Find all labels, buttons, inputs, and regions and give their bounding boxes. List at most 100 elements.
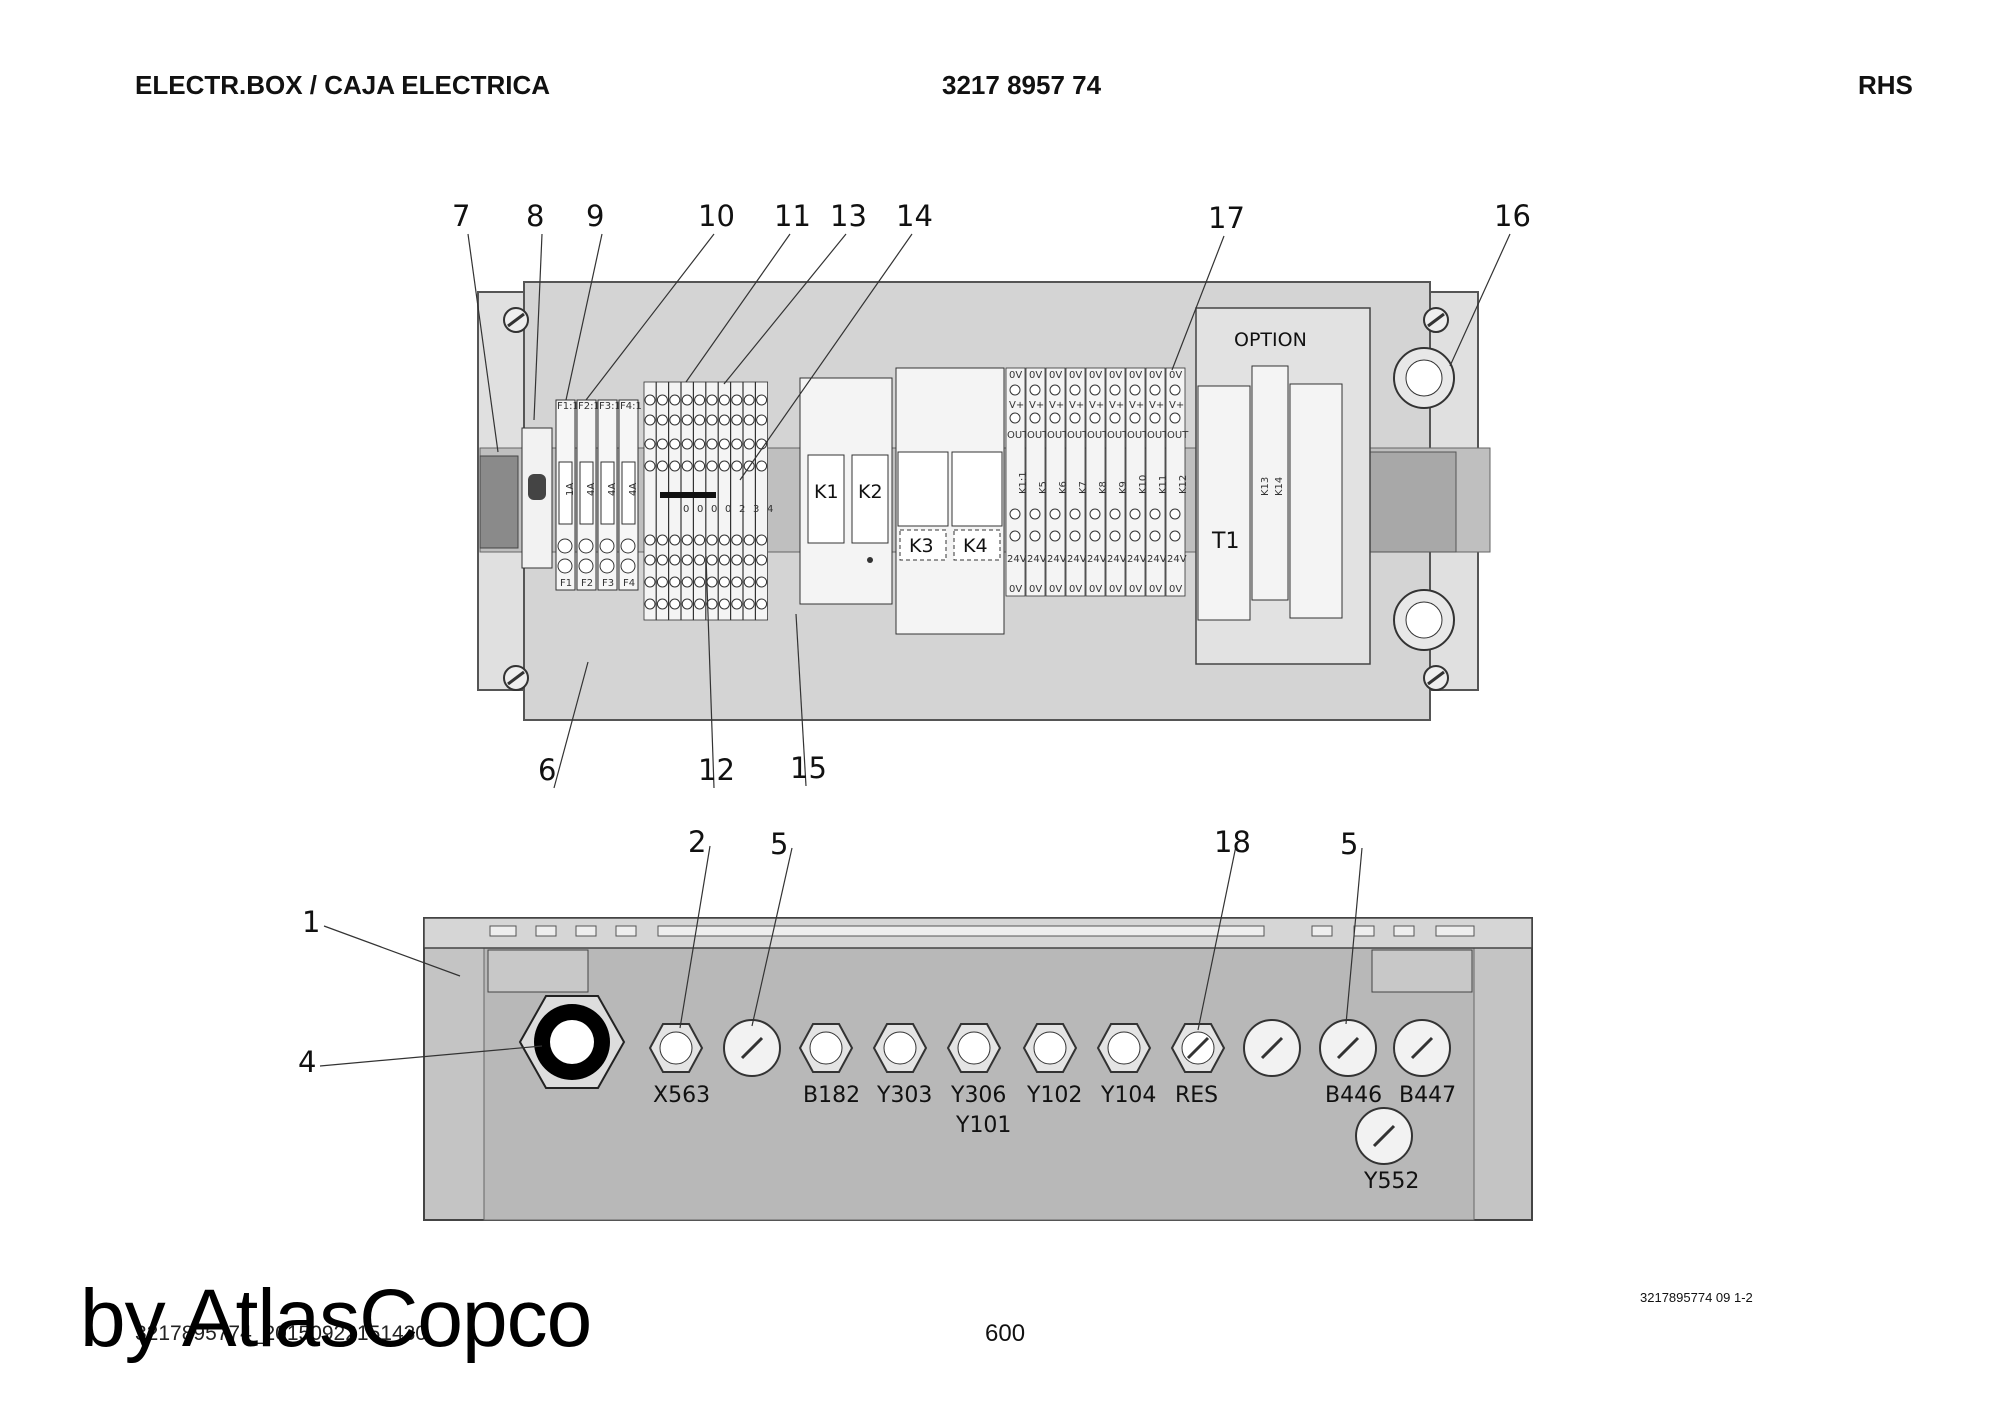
relay-module-label: K6	[1058, 481, 1069, 494]
footer-doc-id: 3217895774_20150922151430	[135, 1322, 427, 1345]
supply-0v-label: 0V	[1169, 370, 1182, 381]
relay-label: K3	[909, 535, 934, 557]
supply-0v-label: 0V	[1109, 370, 1122, 381]
terminal-number: 4	[767, 504, 773, 515]
callout-number: 13	[830, 199, 867, 233]
supply-24v-label: 24V	[1107, 554, 1127, 565]
connector-label: X563	[653, 1083, 710, 1108]
terminal-number: 0	[697, 504, 703, 515]
callout-number: 9	[586, 199, 604, 233]
supply-0v-label: 0V	[1009, 584, 1022, 595]
sensor-connector-icon	[1393, 347, 1455, 651]
connector-label: Y104	[1100, 1083, 1156, 1108]
supply-0v-label: 0V	[1129, 370, 1142, 381]
relay-module-label: K5	[1038, 481, 1049, 494]
supply-plus-label: V+	[1129, 400, 1144, 411]
supply-0v-label: 0V	[1069, 370, 1082, 381]
supply-0v-label: 0V	[1089, 584, 1102, 595]
cable-gland-icon	[518, 995, 626, 1089]
relay-label: K2	[858, 481, 883, 503]
relay-module-label: K8	[1098, 481, 1109, 494]
callout-number: 12	[698, 753, 735, 787]
footer-ref: 3217895774 09 1-2	[1640, 1290, 1753, 1305]
relay-k1-k2: K1 K2	[799, 377, 893, 605]
supply-24v-label: 24V	[1027, 554, 1047, 565]
terminal-number: 0	[711, 504, 717, 515]
supply-0v-label: 0V	[1069, 584, 1082, 595]
connector-label: B447	[1399, 1083, 1456, 1108]
supply-plus-label: V+	[1069, 400, 1084, 411]
supply-0v-label: 0V	[1149, 584, 1162, 595]
out-label: OUT	[1047, 430, 1069, 441]
terminal-number: 2	[739, 504, 745, 515]
supply-24v-label: 24V	[1127, 554, 1147, 565]
relay-k14-label: K14	[1274, 477, 1285, 496]
callout-number: 6	[538, 753, 556, 787]
supply-0v-label: 0V	[1149, 370, 1162, 381]
supply-0v-label: 0V	[1009, 370, 1022, 381]
relay-label: K1	[814, 481, 839, 503]
out-label: OUT	[1127, 430, 1149, 441]
supply-plus-label: V+	[1049, 400, 1064, 411]
option-area: OPTION T1 K13 K14	[1195, 307, 1371, 665]
supply-plus-label: V+	[1029, 400, 1044, 411]
supply-plus-label: V+	[1149, 400, 1164, 411]
supply-plus-label: V+	[1009, 400, 1024, 411]
connector-label-y101: Y101	[955, 1113, 1011, 1138]
relay-t1-label: T1	[1211, 529, 1239, 554]
supply-0v-label: 0V	[1049, 584, 1062, 595]
callout-number: 10	[698, 199, 735, 233]
relay-module-label: K12	[1178, 475, 1189, 494]
screw-icon	[503, 307, 1449, 691]
relay-modules: 0V V+ OUT K1:1 24V 0V 0V V+ OUT K5 24V 0V 0V V+ OUT K6 2…	[1005, 367, 1189, 597]
supply-24v-label: 24V	[1047, 554, 1067, 565]
fuse-rating: 1A	[565, 483, 576, 496]
connector-label: Y306	[950, 1083, 1006, 1108]
relay-module-label: K7	[1078, 481, 1089, 494]
callout-number: 16	[1494, 199, 1531, 233]
relay-k13-label: K13	[1260, 477, 1271, 496]
callout-number: 1	[302, 905, 320, 939]
relay-module-label: K1:1	[1018, 471, 1029, 494]
callout-number: 5	[770, 827, 788, 861]
callout-number: 8	[526, 199, 544, 233]
terminal-number: 0	[725, 504, 731, 515]
relay-k3-k4: K3 K4	[895, 367, 1005, 635]
fuse-tag-top: F3:1	[599, 401, 621, 412]
fuse-rating: 4A	[586, 483, 597, 496]
callout-number: 18	[1214, 825, 1251, 859]
fuse-tag-top: F1:1	[557, 401, 579, 412]
out-label: OUT	[1007, 430, 1029, 441]
callout-number: 7	[452, 199, 470, 233]
connector-label: B446	[1325, 1083, 1382, 1108]
callout-number: 5	[1340, 827, 1358, 861]
fuse-rating: 4A	[607, 483, 618, 496]
supply-0v-label: 0V	[1109, 584, 1122, 595]
supply-24v-label: 24V	[1147, 554, 1167, 565]
callout-number: 14	[896, 199, 933, 233]
out-label: OUT	[1147, 430, 1169, 441]
supply-0v-label: 0V	[1089, 370, 1102, 381]
callout-number: 11	[774, 199, 811, 233]
relay-module-label: K10	[1138, 475, 1149, 494]
supply-0v-label: 0V	[1129, 584, 1142, 595]
brand-watermark: by AtlasCopco	[80, 1273, 592, 1364]
fuse-tag-bottom: F4	[623, 578, 635, 589]
header-side: RHS	[1858, 70, 1913, 100]
connector-label: RES	[1175, 1083, 1218, 1108]
supply-24v-label: 24V	[1087, 554, 1107, 565]
supply-0v-label: 0V	[1029, 370, 1042, 381]
option-label: OPTION	[1234, 329, 1307, 351]
fuse-tag-bottom: F3	[602, 578, 614, 589]
out-label: OUT	[1027, 430, 1049, 441]
connector-label: Y303	[876, 1083, 932, 1108]
supply-plus-label: V+	[1089, 400, 1104, 411]
supply-24v-label: 24V	[1007, 554, 1027, 565]
connector-label-y552: Y552	[1363, 1169, 1419, 1194]
